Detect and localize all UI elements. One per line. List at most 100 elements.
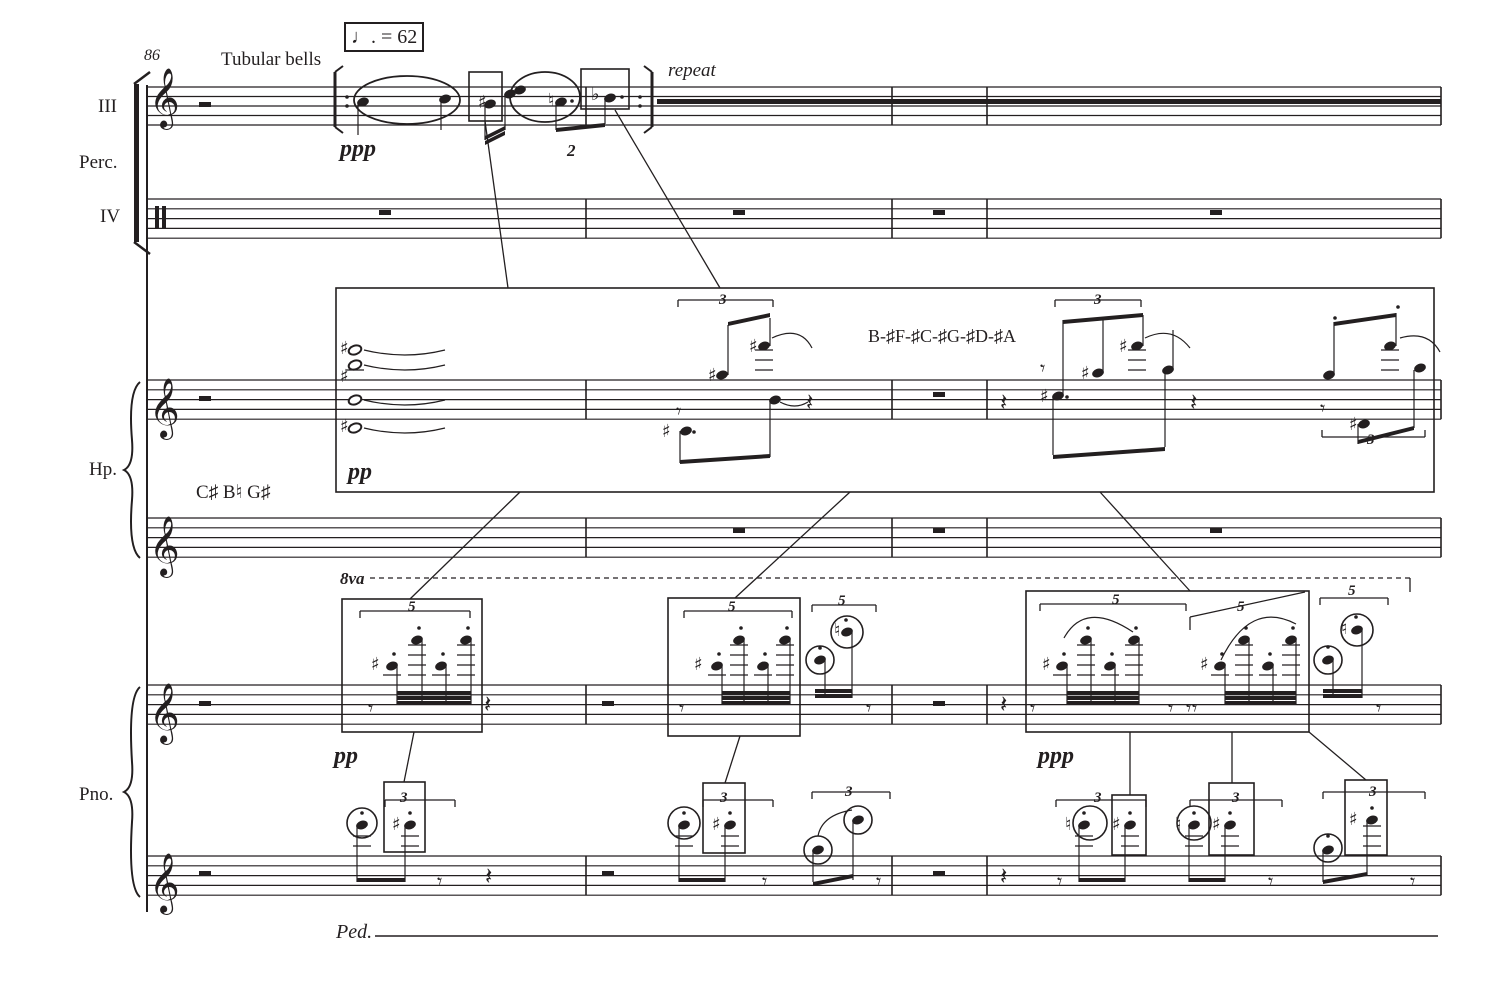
beam: [1225, 696, 1296, 700]
staccato-dot: [818, 646, 822, 650]
notehead: [1262, 661, 1274, 671]
notehead: [1104, 661, 1116, 671]
accidental-icon: ♮: [1341, 618, 1347, 639]
accidental-icon: ♯: [1349, 414, 1358, 435]
staccato-dot: [1134, 626, 1138, 630]
accidental-icon: ♯: [1349, 809, 1358, 830]
staccato-dot: [345, 104, 349, 108]
dynamic-perc-ppp: ppp: [340, 136, 376, 162]
annotation-ellipse: [509, 71, 581, 123]
whole-rest: [199, 871, 211, 876]
staccato-dot: [1354, 615, 1358, 619]
notehead: [1366, 815, 1378, 825]
beam: [1067, 696, 1139, 700]
notehead: [716, 370, 728, 380]
notehead: [1214, 661, 1226, 671]
whole-rest: [1210, 528, 1222, 533]
notehead: [680, 426, 692, 436]
repeat-bracket: [334, 126, 344, 134]
beam: [1189, 878, 1225, 882]
duplet-number: 2: [567, 141, 576, 160]
notehead: [404, 820, 416, 830]
repeat-bracket: [334, 65, 344, 73]
tuplet-number: 3: [720, 790, 728, 806]
annotation-box: [1208, 782, 1255, 856]
staccato-dot: [785, 626, 789, 630]
accidental-icon: ♯: [1212, 814, 1221, 835]
slur: [817, 809, 853, 837]
annotation-circle: [1340, 613, 1374, 647]
quarter-rest-icon: 𝄽: [1000, 862, 1007, 890]
tuplet-number: 3: [400, 790, 408, 806]
accidental-icon: ♯: [1200, 654, 1209, 675]
half-notehead: [347, 344, 363, 356]
beam: [556, 123, 605, 132]
notehead: [812, 845, 824, 855]
notehead: [1131, 341, 1143, 351]
notehead: [1322, 845, 1334, 855]
notehead: [411, 635, 423, 645]
whole-rest: [602, 871, 614, 876]
notehead: [1080, 635, 1092, 645]
eighth-rest-icon: 𝄾: [866, 696, 871, 720]
tuplet-bracket: [1189, 591, 1306, 618]
accidental-icon: ♭: [591, 84, 600, 105]
notehead: [484, 99, 496, 109]
annotation-box: [1111, 794, 1147, 856]
notehead: [757, 661, 769, 671]
staccato-dot: [466, 626, 470, 630]
staccato-dot: [1065, 395, 1069, 399]
staccato-dot: [1268, 652, 1272, 656]
connector-line: [409, 491, 521, 600]
notehead: [1384, 341, 1396, 351]
annotation-box: [702, 782, 746, 854]
whole-rest: [199, 396, 211, 401]
eighth-rest-icon: 𝄾: [1057, 869, 1062, 893]
treble-clef-icon: 𝄞: [149, 68, 180, 130]
notehead: [852, 815, 864, 825]
beam: [1225, 691, 1296, 695]
annotation-box: [383, 781, 426, 853]
eighth-rest-icon: 𝄾: [1030, 696, 1035, 720]
tuplet-number: 3: [1369, 784, 1377, 800]
staccato-dot: [570, 99, 574, 103]
staccato-dot: [345, 95, 349, 99]
slur: [1063, 616, 1134, 639]
tie: [771, 332, 813, 349]
harp-brace: [121, 381, 141, 559]
staccato-dot: [360, 811, 364, 815]
staccato-dot: [1192, 811, 1196, 815]
staccato-dot: [638, 104, 642, 108]
annotation-ellipse: [353, 75, 461, 125]
label-perc: Perc.: [79, 152, 118, 173]
treble-clef-icon: 𝄞: [149, 516, 180, 578]
eighth-rest-icon: 𝄾: [1168, 696, 1173, 720]
accidental-icon: ♯: [371, 654, 380, 675]
half-notehead: [347, 422, 363, 434]
accidental-icon: ♯: [340, 366, 349, 387]
half-notehead: [347, 394, 363, 406]
connector-line: [614, 109, 721, 289]
beam: [397, 691, 471, 695]
annotation-circle: [1176, 805, 1212, 841]
accidental-icon: ♯: [749, 336, 758, 357]
accidental-icon: ♯: [1081, 363, 1090, 384]
notehead: [604, 93, 616, 103]
notehead: [1128, 635, 1140, 645]
dynamic-piano-pp: pp: [334, 743, 358, 769]
tuplet-number: 5: [1237, 599, 1245, 615]
tie: [363, 399, 446, 406]
dynamic-harp-pp: pp: [348, 459, 372, 485]
connector-line: [1099, 491, 1191, 592]
staccato-dot: [1128, 811, 1132, 815]
whole-rest: [933, 528, 945, 533]
whole-rest: [933, 392, 945, 397]
beam: [722, 701, 790, 705]
eighth-rest-icon: 𝄾: [1376, 696, 1381, 720]
quarter-rest-icon: 𝄽: [806, 388, 813, 416]
beam: [485, 126, 505, 140]
annotation-box: [667, 597, 801, 737]
harp-pedal-setting: C♯ B♮ G♯: [196, 482, 271, 503]
whole-rest: [733, 528, 745, 533]
